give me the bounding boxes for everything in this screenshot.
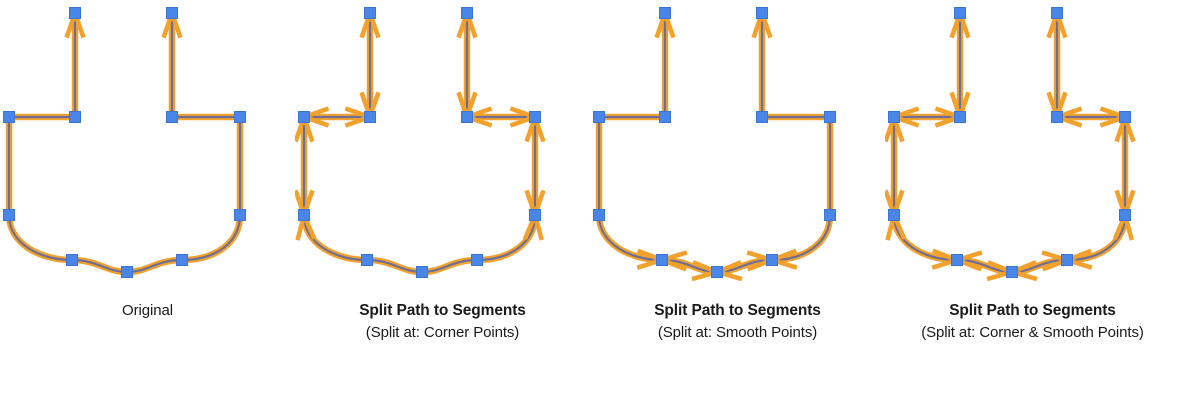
anchor-point-left-shoulder[interactable] (3, 111, 15, 123)
anchor-point-right-wall-bottom[interactable] (824, 209, 836, 221)
panel-split-at-smooth-points: Split Path to Segments (Split at: Smooth… (590, 0, 885, 401)
segment-stroke-outer (595, 13, 669, 264)
anchor-point-left-wall-bottom[interactable] (298, 209, 310, 221)
anchor-point-right-prong-base[interactable] (756, 111, 768, 123)
direction-arrowheads (636, 12, 798, 282)
anchor-point-left-prong-tip[interactable] (364, 7, 376, 19)
anchor-point-left-prong-base[interactable] (659, 111, 671, 123)
caption-subtitle: (Split at: Corner & Smooth Points) (921, 324, 1144, 341)
anchor-point-right-prong-base[interactable] (1051, 111, 1063, 123)
anchor-point-curve-center[interactable] (1006, 266, 1018, 278)
anchor-point-right-shoulder[interactable] (529, 111, 541, 123)
segment-stroke-inner (760, 13, 832, 262)
caption-title: Split Path to Segments (949, 302, 1116, 319)
anchor-point-right-prong-tip[interactable] (756, 7, 768, 19)
segment-stroke-inner (892, 214, 958, 262)
anchor-point-left-prong-tip[interactable] (659, 7, 671, 19)
anchor-point-right-wall-bottom[interactable] (529, 209, 541, 221)
anchor-point-right-prong-tip[interactable] (166, 7, 178, 19)
anchor-point-left-shoulder[interactable] (888, 111, 900, 123)
segment-stroke-outer (5, 13, 244, 276)
anchor-point-right-shoulder[interactable] (824, 111, 836, 123)
path-illustration-split-at-corner-points (293, 0, 590, 295)
anchor-point-left-prong-base[interactable] (954, 111, 966, 123)
anchor-point-left-prong-base[interactable] (364, 111, 376, 123)
panel-caption: Split Path to Segments (Split at: Smooth… (590, 300, 885, 343)
anchor-point-left-prong-tip[interactable] (69, 7, 81, 19)
panel-caption: Original (0, 300, 295, 321)
path-svg (293, 7, 546, 278)
caption-subtitle: (Split at: Smooth Points) (657, 324, 818, 341)
segment-stroke-outer (758, 13, 834, 264)
anchor-point-left-shoulder[interactable] (593, 111, 605, 123)
panel-split-at-corner-and-smooth-points: Split Path to Segments (Split at: Corner… (883, 0, 1180, 401)
anchor-point-right-prong-base[interactable] (166, 111, 178, 123)
path-svg (883, 7, 1136, 282)
direction-arrowheads (64, 12, 183, 39)
anchor-point-right-prong-tip[interactable] (461, 7, 473, 19)
panel-original: Original (0, 0, 295, 401)
anchor-point-left-prong-base[interactable] (69, 111, 81, 123)
direction-arrowheads (883, 12, 1136, 282)
anchor-point-right-wall-bottom[interactable] (234, 209, 246, 221)
segment-stroke-inner (597, 13, 667, 262)
caption-title: Split Path to Segments (654, 302, 821, 319)
caption-title: Original (122, 302, 173, 319)
anchor-point-curve-right[interactable] (471, 254, 483, 266)
panel-caption: Split Path to Segments (Split at: Corner… (885, 300, 1180, 343)
anchor-point-curve-right[interactable] (176, 254, 188, 266)
anchor-point-right-prong-tip[interactable] (1051, 7, 1063, 19)
anchor-point-right-wall-bottom[interactable] (1119, 209, 1131, 221)
anchor-point-curve-right[interactable] (1061, 254, 1073, 266)
panel-caption: Split Path to Segments (Split at: Corner… (295, 300, 590, 343)
anchor-point-curve-left[interactable] (66, 254, 78, 266)
anchor-point-left-prong-tip[interactable] (954, 7, 966, 19)
caption-subtitle: (Split at: Corner Points) (365, 324, 520, 341)
path-illustration-split-at-corner-and-smooth-points (883, 0, 1180, 295)
caption-title: Split Path to Segments (359, 302, 526, 319)
path-svg (593, 7, 836, 282)
anchor-point-right-shoulder[interactable] (1119, 111, 1131, 123)
anchor-point-curve-left[interactable] (656, 254, 668, 266)
anchor-point-left-wall-bottom[interactable] (888, 209, 900, 221)
anchor-point-right-prong-base[interactable] (461, 111, 473, 123)
segment-stroke-inner (1066, 214, 1127, 262)
segment-stroke-inner (302, 214, 537, 274)
anchor-point-left-shoulder[interactable] (298, 111, 310, 123)
anchor-point-curve-right[interactable] (766, 254, 778, 266)
path-illustration-split-at-smooth-points (590, 0, 885, 295)
path-illustration-original (0, 0, 295, 295)
anchor-point-left-wall-bottom[interactable] (3, 209, 15, 221)
direction-arrowheads (293, 12, 546, 241)
segment-stroke-inner (7, 13, 242, 274)
anchor-point-curve-center[interactable] (416, 266, 428, 278)
panel-split-at-corner-points: Split Path to Segments (Split at: Corner… (293, 0, 590, 401)
segment-stroke-outer (300, 214, 539, 276)
anchor-point-right-shoulder[interactable] (234, 111, 246, 123)
anchor-point-curve-center[interactable] (711, 266, 723, 278)
anchor-point-left-wall-bottom[interactable] (593, 209, 605, 221)
anchor-point-curve-center[interactable] (121, 266, 133, 278)
anchor-point-curve-left[interactable] (361, 254, 373, 266)
path-svg (3, 7, 246, 278)
anchor-point-curve-left[interactable] (951, 254, 963, 266)
